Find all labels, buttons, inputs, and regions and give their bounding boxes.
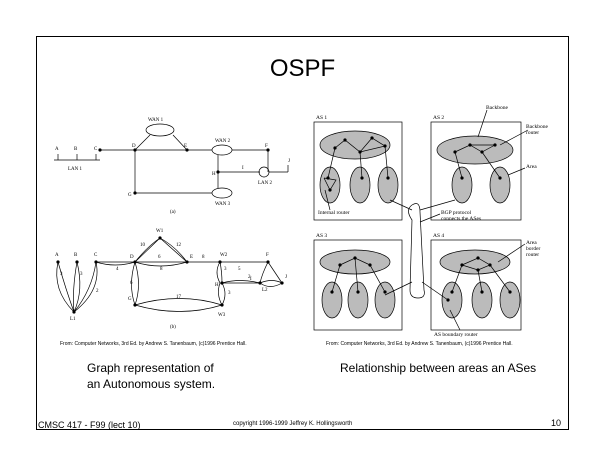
- b-node-l2-label: L2: [262, 288, 268, 293]
- weight-label: 8: [160, 267, 163, 272]
- b-node-j-label: J: [285, 275, 287, 280]
- right-caption: Relationship between areas an ASes: [340, 361, 537, 375]
- as3-label: AS 3: [316, 233, 327, 239]
- panel-b-caption: (b): [170, 325, 176, 330]
- b-node-b-label: B: [74, 253, 78, 258]
- weight-label: 5: [238, 267, 241, 272]
- weight-label: 6: [130, 281, 133, 286]
- slide-frame: [36, 36, 569, 430]
- weight-label: 17: [176, 295, 182, 300]
- left-caption-line-1: Graph representation of: [87, 361, 214, 375]
- as1-label: AS 1: [316, 115, 327, 121]
- panel-a-graph: [54, 123, 289, 199]
- wan3-label: WAN 3: [215, 202, 231, 207]
- backbone-router-label-2: router: [526, 130, 539, 136]
- as-boundary-label: AS boundary router: [434, 332, 478, 338]
- panel-a-caption: (a): [170, 210, 176, 215]
- weight-label: 8: [202, 255, 205, 260]
- node-b-label: B: [74, 147, 78, 152]
- backbone-router-label-1: Backbone: [526, 124, 549, 130]
- backbone-label: Backbone: [486, 105, 509, 111]
- left-caption: Graph representation of an Autonomous sy…: [87, 360, 215, 392]
- node-j-label: J: [288, 159, 290, 164]
- weight-label: 3: [80, 272, 83, 277]
- node-d-label: D: [132, 144, 136, 149]
- weight-label: 6: [158, 255, 161, 260]
- node-c-label: C: [94, 147, 98, 152]
- node-f-label: F: [265, 144, 268, 149]
- weight-label: 3: [60, 272, 63, 277]
- lan2-label: LAN 2: [258, 181, 273, 186]
- b-node-c-label: C: [94, 253, 98, 258]
- b-node-e-label: E: [190, 255, 193, 260]
- weight-label: 3: [228, 291, 231, 296]
- bgp-label-2: connects the ASes: [441, 216, 481, 222]
- weight-label: 2: [248, 275, 251, 280]
- left-caption-line-2: an Autonomous system.: [87, 377, 216, 391]
- b-node-h-label: H: [215, 283, 219, 288]
- b-node-g-label: G: [128, 297, 132, 302]
- internal-router-label: Internal router: [318, 210, 350, 216]
- wan1-label: WAN 1: [148, 118, 164, 123]
- panel-b-graph: [56, 237, 283, 313]
- as-diagram: [313, 109, 529, 331]
- node-g-label: G: [128, 193, 132, 198]
- as2-label: AS 2: [433, 115, 444, 121]
- b-node-a-label: A: [55, 253, 59, 258]
- right-credit: From: Computer Networks, 3rd Ed. by Andr…: [326, 341, 513, 347]
- b-node-d-label: D: [130, 255, 134, 260]
- weight-label: 3: [224, 267, 227, 272]
- area-label: Area: [526, 164, 537, 170]
- weight-label: 12: [176, 243, 182, 248]
- weight-label: 4: [116, 267, 119, 272]
- area-border-router-label-1: Area: [526, 240, 537, 246]
- b-node-w3-label: W3: [218, 313, 226, 318]
- node-i-label: I: [242, 166, 244, 171]
- wan2-label: WAN 2: [215, 139, 231, 144]
- weight-label: 2: [96, 289, 99, 294]
- footer-copyright: copyright 1996-1999 Jeffrey K. Hollingsw…: [233, 421, 353, 427]
- area-border-router-label-2: border: [526, 246, 541, 252]
- b-node-i-label: I: [250, 277, 252, 282]
- lan1-label: LAN 1: [68, 167, 83, 172]
- slide-title: OSPF: [269, 55, 336, 82]
- area-border-router-label-3: router: [526, 252, 539, 258]
- b-node-w2-label: W2: [220, 253, 228, 258]
- node-e-label: E: [184, 144, 187, 149]
- router-dots: [56, 136, 512, 314]
- weight-label: 10: [140, 243, 146, 248]
- footer-course: CMSC 417 - F99 (lect 10): [38, 420, 141, 430]
- b-node-l1-label: L1: [70, 317, 76, 322]
- node-h-label: H: [212, 172, 216, 177]
- as-labels: AS 1 AS 2 AS 3 AS 4 Backbone Backbone ro…: [316, 105, 549, 338]
- left-credit: From: Computer Networks, 3rd Ed. by Andr…: [60, 341, 247, 347]
- panel-b-labels: A B C D E F G H I J L1 L2 W1 W2 W3 10 12…: [55, 229, 287, 330]
- node-a-label: A: [55, 147, 59, 152]
- page-number: 10: [551, 418, 562, 428]
- b-node-f-label: F: [266, 253, 269, 258]
- panel-a-labels: A B C D E F G H I J WAN 1 WAN 2 WAN 3 LA…: [55, 118, 290, 215]
- bgp-label-1: BGP protocol: [441, 210, 472, 216]
- as4-label: AS 4: [433, 233, 444, 239]
- b-node-w1-label: W1: [156, 229, 164, 234]
